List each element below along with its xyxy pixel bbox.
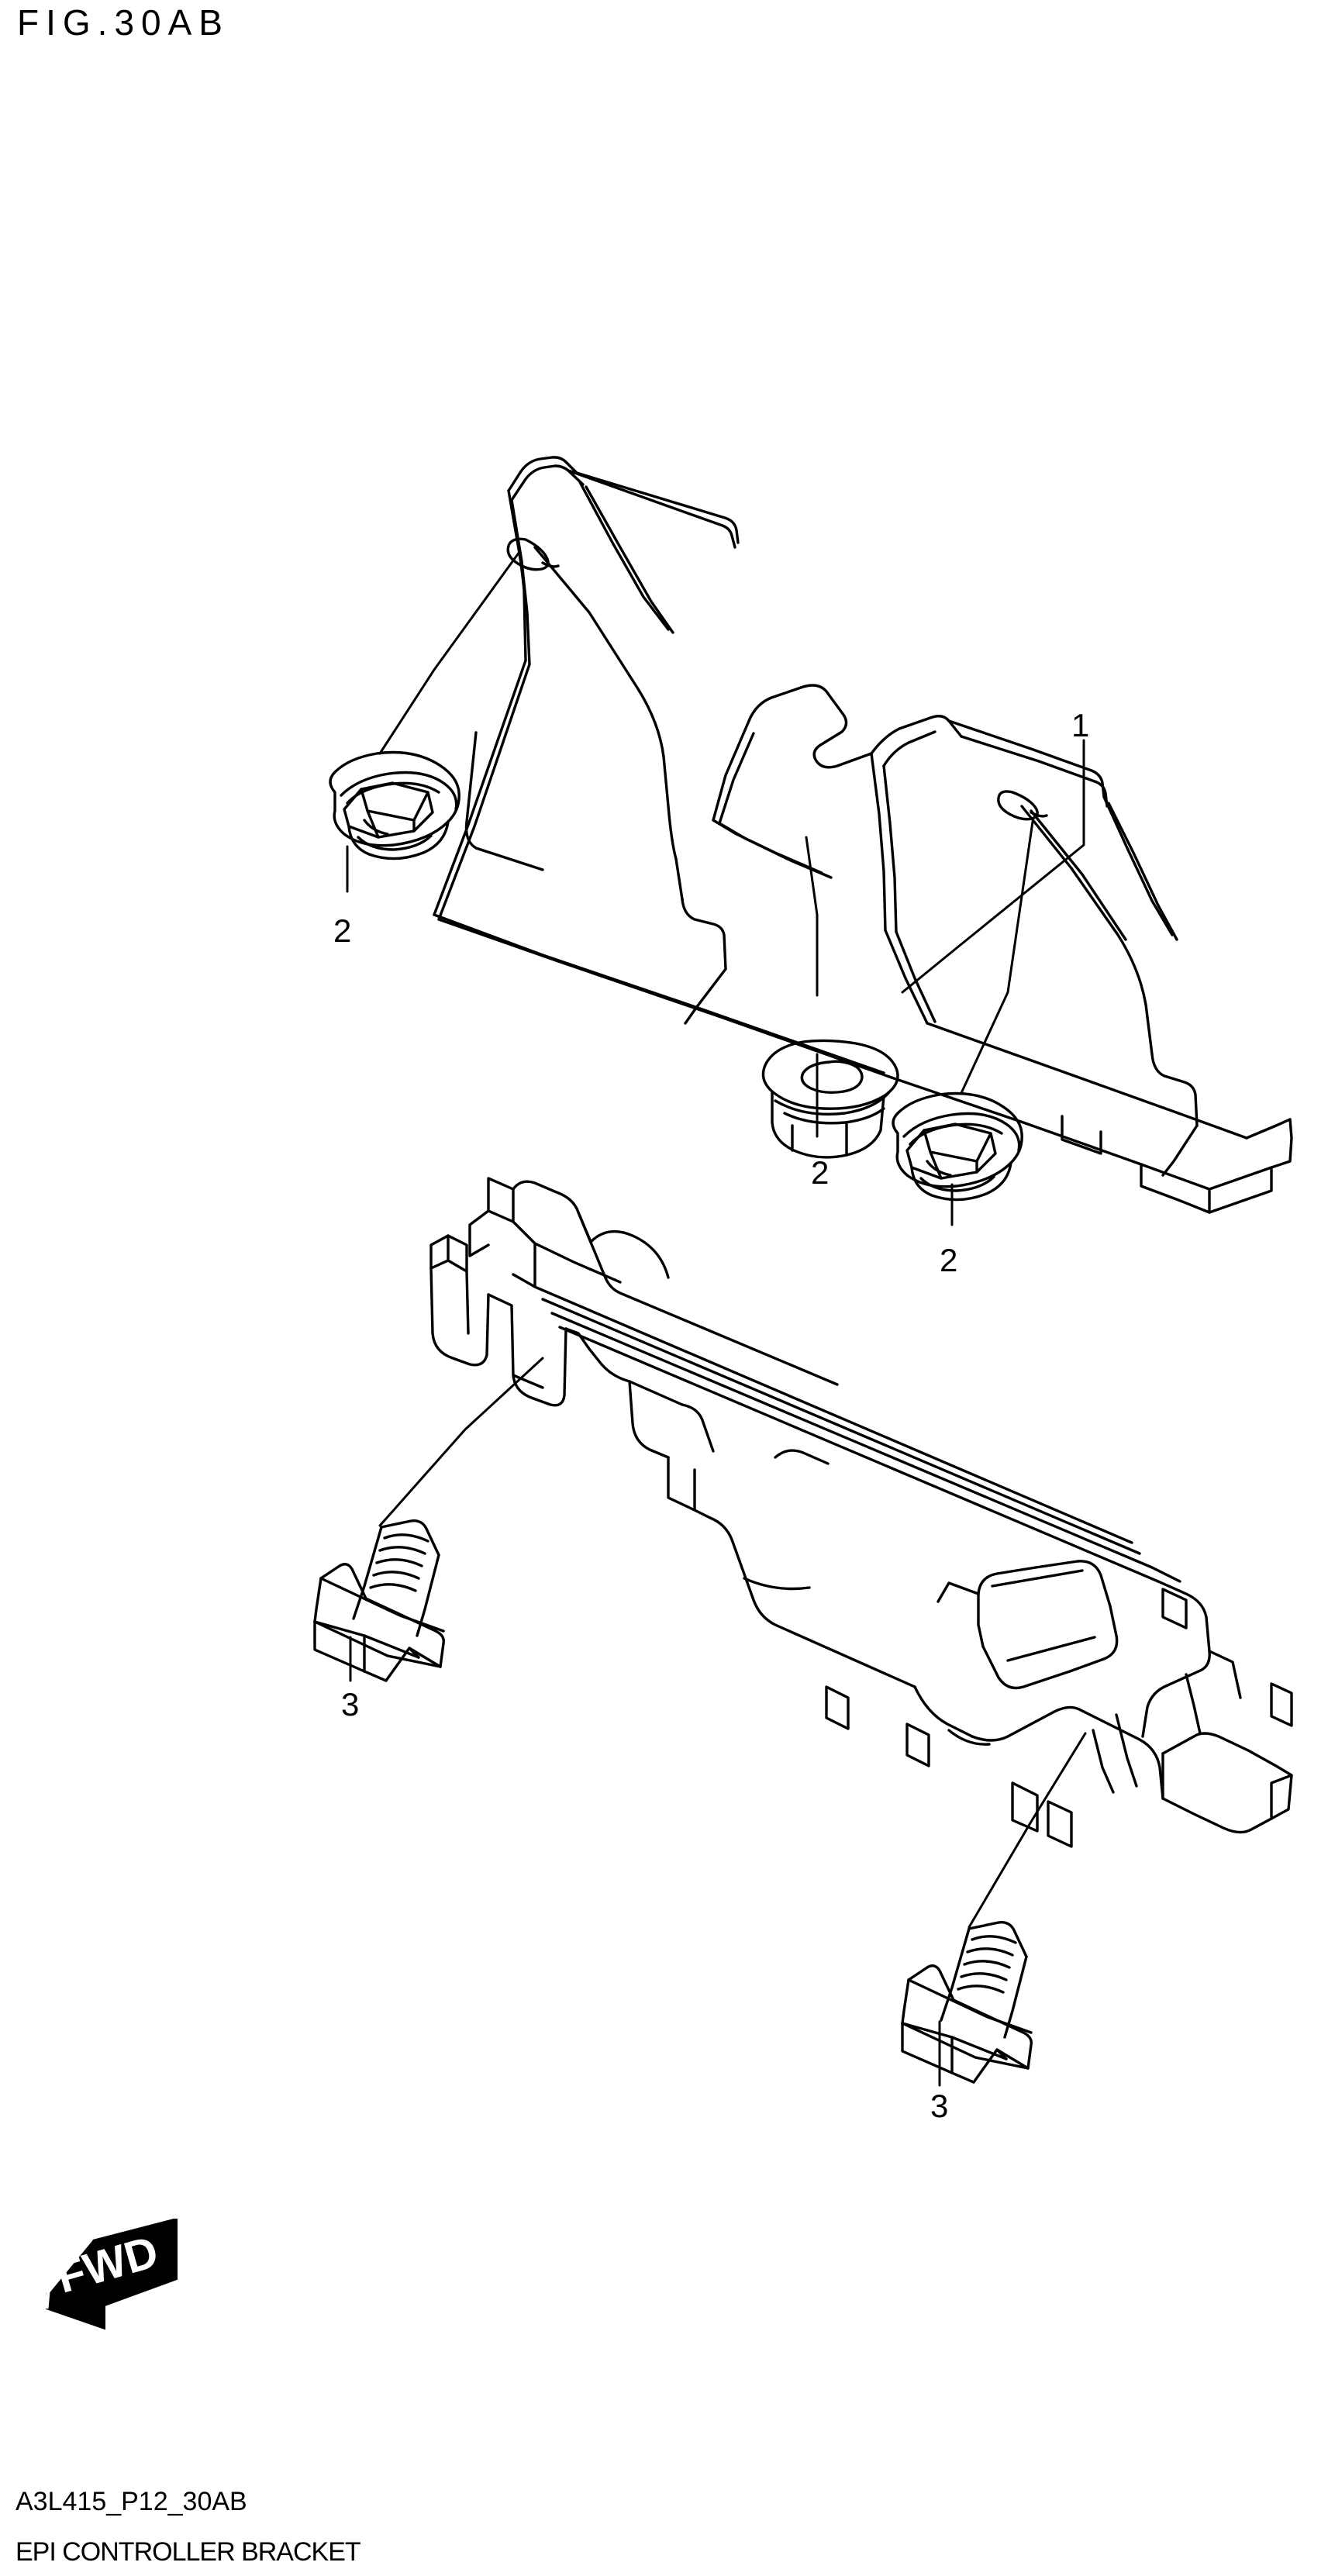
grommet-nut-left: [329, 750, 460, 860]
callout-number-2-left: 2: [333, 912, 352, 949]
callout-number-1: 1: [1071, 707, 1090, 743]
callout-number-3-left: 3: [341, 1686, 360, 1723]
leader-lines: [346, 550, 1087, 2087]
callout-number-2-right: 2: [940, 1242, 958, 1278]
grommet-center: [761, 1039, 899, 1159]
footer-assembly-name: EPI CONTROLLER BRACKET: [16, 2537, 361, 2567]
leader-line-2a-upper: [378, 550, 521, 755]
fwd-arrow-icon: FWD: [44, 2219, 178, 2330]
figure-title: FIG.30AB: [17, 2, 229, 43]
footer-drawing-code: A3L415_P12_30AB: [16, 2487, 247, 2516]
callout-number-3-right: 3: [930, 2088, 949, 2124]
leader-line-2b-upper: [805, 836, 819, 997]
leader-line-1: [901, 739, 1085, 994]
flange-bolt-left: [313, 1519, 445, 1682]
callout-number-2-center: 2: [811, 1154, 830, 1191]
grommet-nut-right: [892, 1091, 1023, 1202]
flange-bolt-right: [901, 1921, 1033, 2084]
leader-line-3a-upper: [378, 1357, 544, 1527]
upper-bracket-outline: [433, 456, 1293, 1214]
leader-line-2c-upper: [960, 820, 1034, 1095]
leader-line-3b-upper: [968, 1732, 1087, 1929]
epi-controller-assembly: [429, 1177, 1293, 1848]
